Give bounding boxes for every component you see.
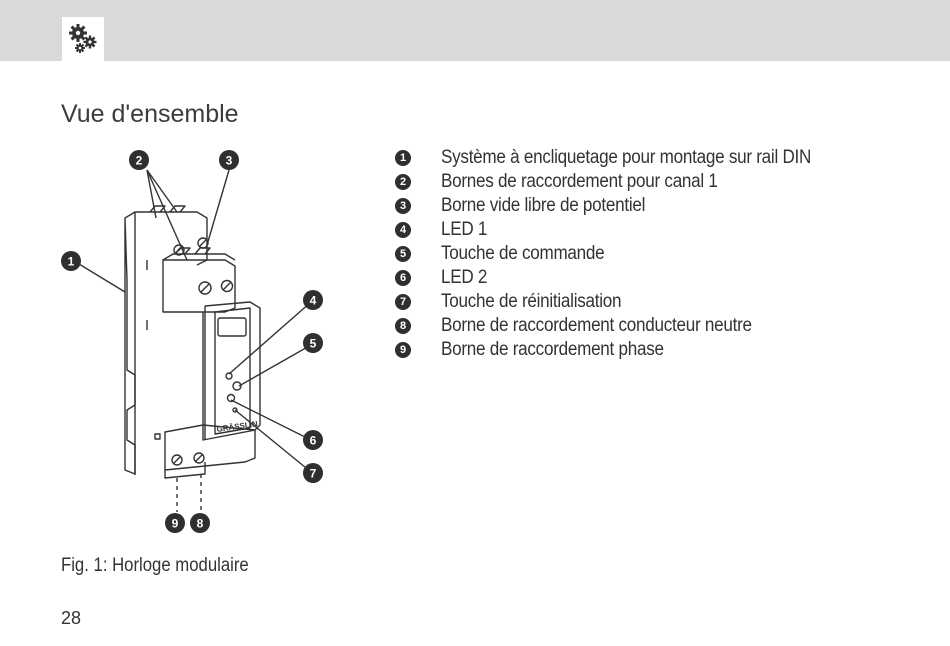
callout-4: 4 [303, 290, 323, 310]
callout-label: 7 [310, 467, 317, 481]
device-illustration: GRÄSSLIN 2 3 1 4 5 6 7 9 8 [61, 150, 323, 533]
legend-text: Bornes de raccordement pour canal 1 [441, 171, 718, 192]
legend-item: 3 Borne vide libre de potentiel [395, 194, 852, 218]
callout-7: 7 [303, 463, 323, 483]
legend-text: Borne de raccordement conducteur neutre [441, 315, 752, 336]
callout-9: 9 [165, 513, 185, 533]
legend-text: Touche de réinitialisation [441, 291, 622, 312]
callout-label: 1 [68, 255, 75, 269]
callout-2: 2 [129, 150, 149, 170]
legend-number-badge: 5 [395, 246, 411, 262]
callout-label: 4 [310, 294, 317, 308]
legend-number-badge: 7 [395, 294, 411, 310]
legend-item: 6 LED 2 [395, 266, 852, 290]
legend-item: 4 LED 1 [395, 218, 852, 242]
legend-item: 1 Système à encliquetage pour montage sur… [395, 146, 852, 170]
callout-6: 6 [303, 430, 323, 450]
legend-text: LED 2 [441, 267, 488, 288]
legend-item: 9 Borne de raccordement phase [395, 338, 852, 362]
legend-item: 2 Bornes de raccordement pour canal 1 [395, 170, 852, 194]
callout-3: 3 [219, 150, 239, 170]
section-icon-pointer [76, 61, 90, 70]
legend-number-badge: 8 [395, 318, 411, 334]
legend-number-badge: 1 [395, 150, 411, 166]
legend-number-badge: 6 [395, 270, 411, 286]
callout-label: 5 [310, 337, 317, 351]
header-bar [0, 0, 950, 61]
callout-label: 6 [310, 434, 317, 448]
legend-text: Système à encliquetage pour montage sur … [441, 147, 812, 168]
legend-number-badge: 4 [395, 222, 411, 238]
legend-text: Borne de raccordement phase [441, 339, 664, 360]
legend-number-badge: 2 [395, 174, 411, 190]
legend-text: Touche de commande [441, 243, 605, 264]
page-title: Vue d'ensemble [61, 100, 239, 128]
callout-label: 8 [197, 517, 204, 531]
legend-text: LED 1 [441, 219, 488, 240]
callout-8: 8 [190, 513, 210, 533]
gears-icon [69, 24, 97, 53]
legend-item: 7 Touche de réinitialisation [395, 290, 852, 314]
device-brand-label: GRÄSSLIN [216, 419, 258, 434]
callout-label: 9 [172, 517, 179, 531]
legend-item: 5 Touche de commande [395, 242, 852, 266]
figure-caption: Fig. 1: Horloge modulaire [61, 555, 249, 576]
callout-5: 5 [303, 333, 323, 353]
page-number: 28 [61, 608, 82, 628]
callout-label: 3 [226, 154, 233, 168]
legend-text: Borne vide libre de potentiel [441, 195, 646, 216]
legend-number-badge: 9 [395, 342, 411, 358]
legend-number-badge: 3 [395, 198, 411, 214]
callout-label: 2 [136, 154, 143, 168]
callout-1: 1 [61, 251, 81, 271]
legend-list: 1 Système à encliquetage pour montage sur… [395, 146, 852, 362]
legend-item: 8 Borne de raccordement conducteur neutre [395, 314, 852, 338]
